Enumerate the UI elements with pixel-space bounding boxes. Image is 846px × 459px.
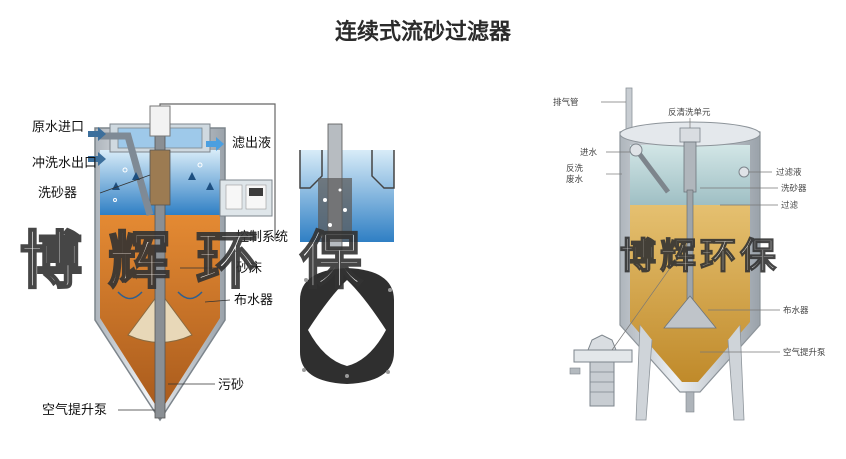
- right-filtrate-flange: [738, 166, 750, 178]
- left-tank: [94, 103, 276, 422]
- wash-water-outlet-arrow: [88, 152, 106, 166]
- right-inlet-flange: [629, 143, 643, 157]
- right-filter-diagram: [569, 87, 780, 421]
- control-system-box: [219, 179, 273, 217]
- label-filtering: 过滤: [781, 200, 799, 211]
- label-water-distributor-left: 布水器: [234, 293, 273, 308]
- label-filtrate-left: 滤出液: [232, 136, 271, 151]
- label-control-system: 控制系统: [236, 230, 288, 245]
- watermark-right-char-1: 博: [620, 236, 656, 277]
- label-backwash-unit: 反清洗单元: [668, 107, 711, 118]
- page-title: 连续式流砂过滤器: [334, 20, 511, 45]
- raw-water-inlet-arrow: [88, 127, 106, 141]
- watermark-left-char-3: 环: [196, 224, 258, 297]
- right-distributor-cone: [663, 295, 717, 329]
- label-backwash-waste-line-1: 反洗: [566, 163, 584, 174]
- right-sand-washer: [683, 141, 697, 193]
- label-sand-washer-right: 洗砂器: [781, 183, 807, 194]
- detail-inset: [299, 123, 395, 384]
- right-air-lift-pump-detail: [569, 334, 633, 407]
- label-air-lift-pump-right: 空气提升泵: [783, 347, 826, 358]
- watermark-left: 博 辉 环 保: [19, 223, 364, 298]
- label-water-distributor-right: 布水器: [783, 305, 809, 316]
- watermark-right-char-4: 保: [740, 236, 777, 277]
- watermark-left-char-2: 辉: [108, 224, 170, 297]
- left-filter-diagram: [88, 103, 276, 422]
- right-backwash-unit: [679, 127, 701, 143]
- watermark-right-char-3: 环: [700, 236, 736, 277]
- label-wash-water-outlet: 冲洗水出口: [32, 156, 97, 171]
- label-filtrate-right: 过滤液: [776, 167, 802, 178]
- filtrate-arrow: [206, 137, 224, 151]
- label-sand-washer-left: 洗砂器: [38, 186, 77, 201]
- label-raw-water-inlet: 原水进口: [32, 120, 84, 135]
- label-backwash-waste-line-2: 废水: [566, 174, 584, 185]
- inset-drop: [308, 280, 386, 366]
- label-sand-bed: 砂床: [236, 261, 262, 276]
- watermark-left-char-4: 保: [300, 224, 363, 297]
- watermark-left-char-1: 博: [20, 224, 82, 297]
- watermark-right-char-2: 辉: [660, 236, 696, 277]
- watermark-right: 博 辉 环 保: [619, 235, 777, 277]
- label-exhaust-pipe: 排气管: [553, 97, 579, 108]
- label-dirty-sand: 污砂: [218, 378, 244, 393]
- label-air-lift-pump-left: 空气提升泵: [42, 402, 107, 418]
- label-water-inlet: 进水: [580, 147, 598, 158]
- left-sand-washer: [149, 149, 171, 206]
